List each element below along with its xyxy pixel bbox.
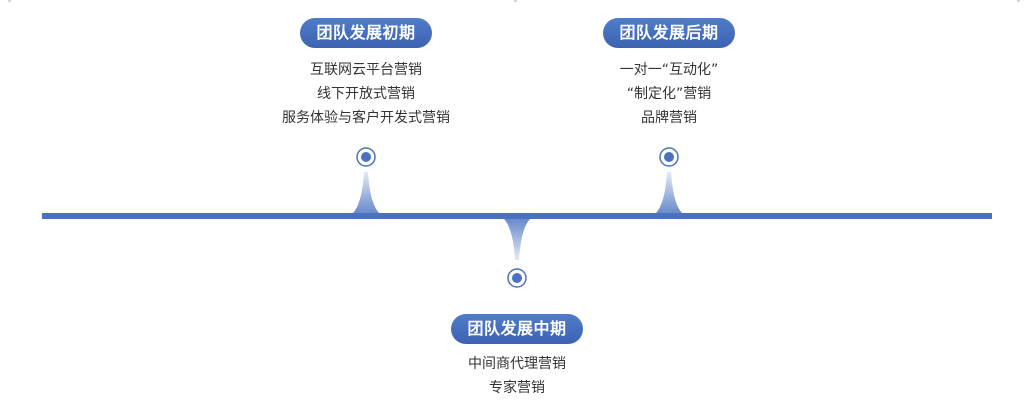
stage-late-title: 团队发展后期 <box>603 18 735 48</box>
list-item: 互联网云平台营销 <box>310 62 422 78</box>
list-item: 服务体验与客户开发式营销 <box>282 110 450 126</box>
node-middle-icon <box>507 268 527 288</box>
stage-early-list: 互联网云平台营销 线下开放式营销 服务体验与客户开发式营销 <box>216 58 516 130</box>
list-item: 线下开放式营销 <box>317 86 415 102</box>
list-item: 品牌营销 <box>641 110 697 126</box>
stage-early: 团队发展初期 互联网云平台营销 线下开放式营销 服务体验与客户开发式营销 <box>216 18 516 130</box>
list-item: 一对一“互动化” <box>619 62 719 78</box>
stage-late-list: 一对一“互动化” “制定化”营销 品牌营销 <box>519 58 819 130</box>
stage-middle-title: 团队发展中期 <box>451 314 583 344</box>
timeline-axis <box>42 213 992 219</box>
stage-late: 团队发展后期 一对一“互动化” “制定化”营销 品牌营销 <box>519 18 819 130</box>
top-dash-left <box>8 0 11 2</box>
connector-late <box>655 172 683 214</box>
list-item: 中间商代理营销 <box>468 356 566 372</box>
node-early-icon <box>356 147 376 167</box>
top-dash-center <box>514 0 517 2</box>
stage-middle: 团队发展中期 中间商代理营销 专家营销 <box>367 314 667 400</box>
list-item: “制定化”营销 <box>626 86 712 102</box>
node-late-icon <box>659 147 679 167</box>
top-dash-right <box>1017 0 1020 2</box>
list-item: 专家营销 <box>489 380 545 396</box>
connector-early <box>352 172 380 214</box>
stage-early-title: 团队发展初期 <box>300 18 432 48</box>
connector-middle <box>503 218 531 260</box>
stage-middle-list: 中间商代理营销 专家营销 <box>367 352 667 400</box>
